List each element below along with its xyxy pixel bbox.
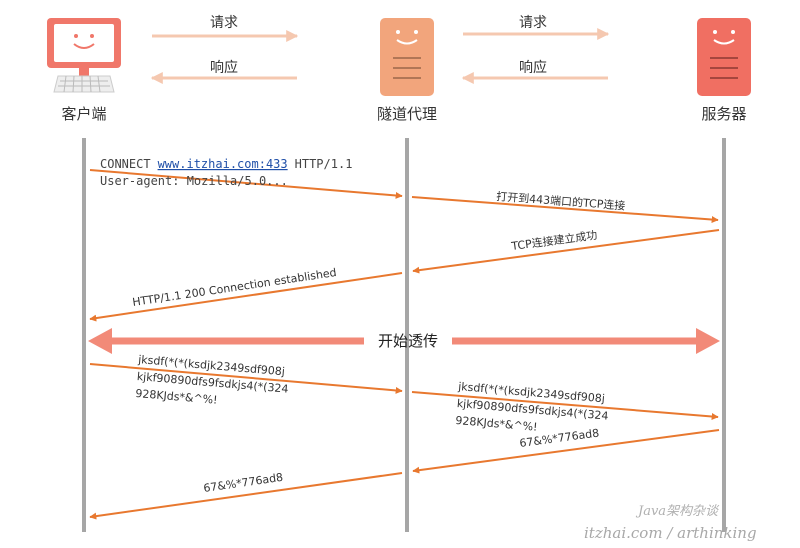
msg-arrow-reply-tunnel xyxy=(89,472,403,520)
top-request-label-left: 请求 xyxy=(210,15,238,31)
top-response-label-right: 响应 xyxy=(519,59,547,76)
monitor-icon xyxy=(47,18,121,93)
msg-connect-prefix: CONNECT xyxy=(100,157,151,171)
watermark-line-2: itzhai.com / arthinking xyxy=(584,524,757,542)
msg-connect-suffix: HTTP/1.1 xyxy=(295,157,353,171)
server-icon xyxy=(380,18,434,96)
msg-connect-user-agent: User-agent: Mozilla/5.0... xyxy=(100,174,288,188)
msg-arrow-tcp-established xyxy=(412,229,720,274)
msg-tcp-established: TCP连接建立成功 xyxy=(510,228,598,253)
msg-arrow-reply-server xyxy=(412,429,720,474)
transparent-relay-label: 开始透传 xyxy=(378,332,438,350)
actor-label-server: 服务器 xyxy=(701,105,746,123)
top-response-label-left: 响应 xyxy=(210,59,238,76)
msg-arrow-payload-tunnel xyxy=(411,391,719,420)
top-request-label-right: 请求 xyxy=(519,15,547,31)
payload-line-3: 928KJds*&^%! xyxy=(455,414,538,434)
msg-connect-request: CONNECT www.itzhai.com:433 HTTP/1.1 xyxy=(100,157,352,171)
payload-text-client: jksdf(*(*(ksdjk2349sdf908j kjkf90890dfs9… xyxy=(135,353,289,407)
msg-connect-host-link[interactable]: www.itzhai.com:433 xyxy=(158,157,288,171)
watermark-line-1: Java架构杂谈 xyxy=(635,504,720,519)
payload-line-3: 928KJds*&^%! xyxy=(135,387,218,407)
actor-label-client: 客户端 xyxy=(61,105,106,123)
actor-label-tunnel: 隧道代理 xyxy=(377,105,437,123)
msg-arrow-connect xyxy=(89,169,403,199)
server-icon xyxy=(697,18,751,96)
transparent-relay-arrow xyxy=(88,328,720,354)
msg-arrow-payload-client xyxy=(89,363,403,394)
msg-arrow-open-tcp xyxy=(411,196,719,224)
msg-arrow-http-200 xyxy=(89,272,403,322)
